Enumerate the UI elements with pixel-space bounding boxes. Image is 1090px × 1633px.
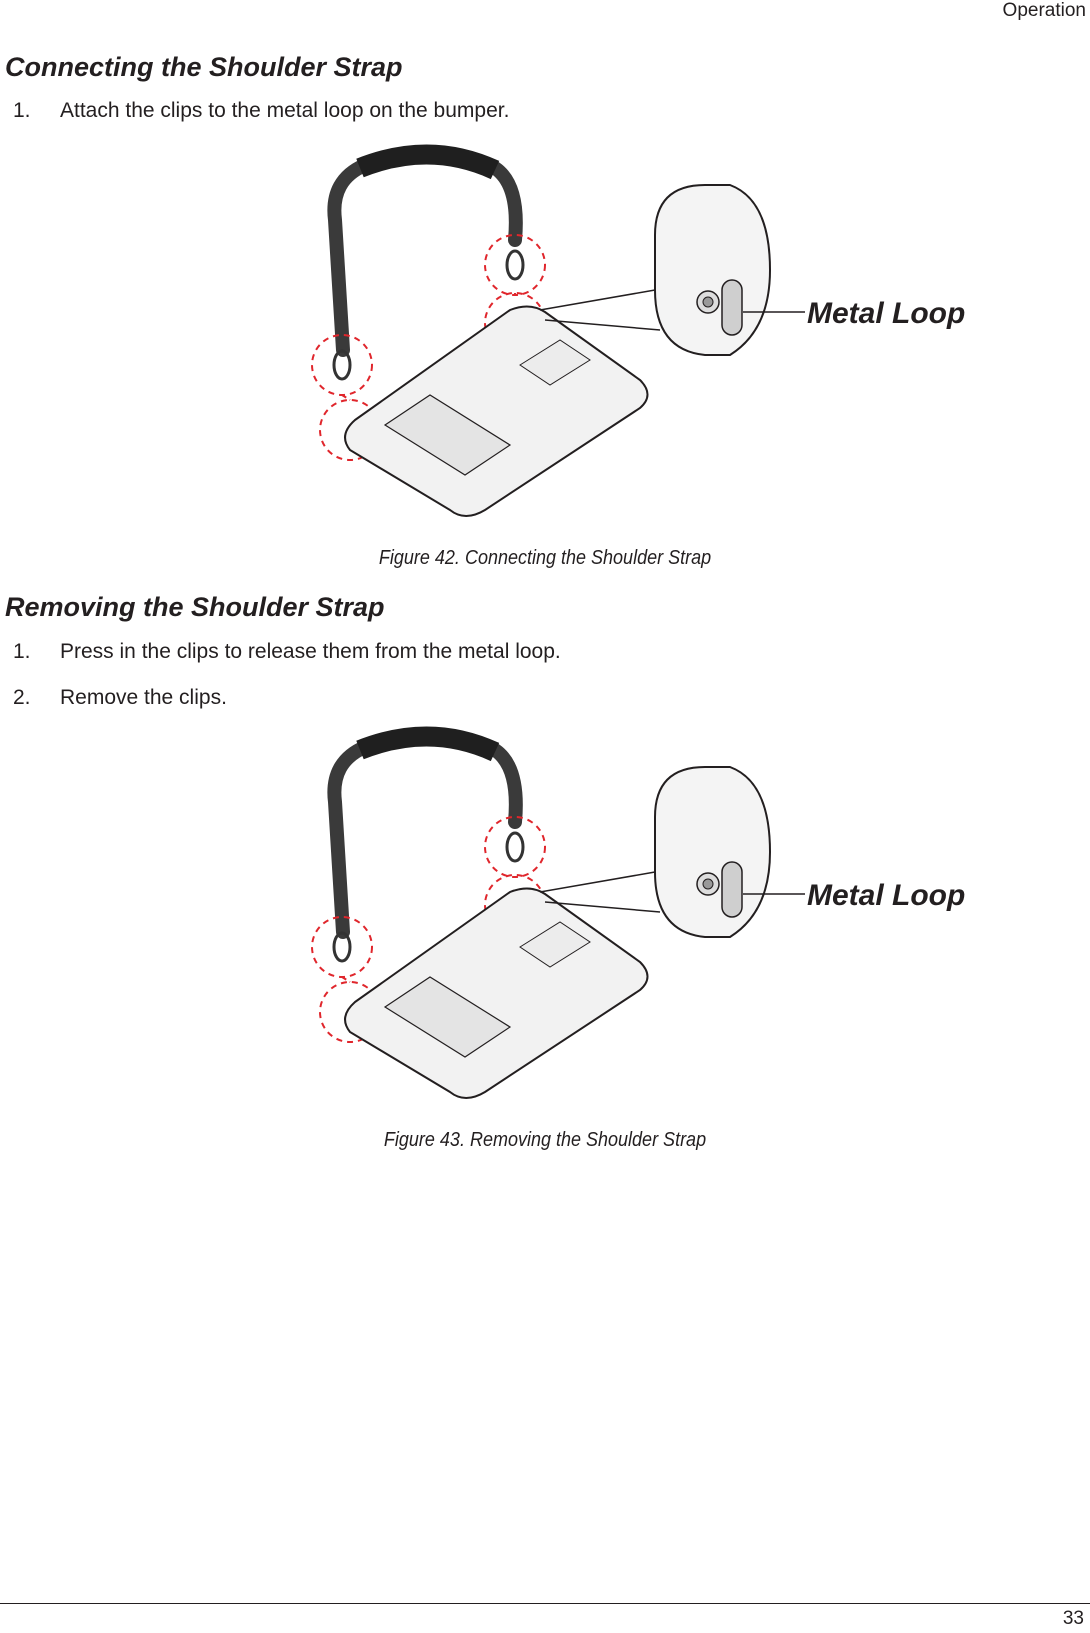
strap — [327, 146, 523, 357]
strap-pad — [356, 726, 500, 762]
removing-step-2: 2. Remove the clips. — [13, 686, 227, 710]
panel-label — [519, 339, 591, 386]
tablet-body — [344, 887, 649, 1099]
step-text: Attach the clips to the metal loop on th… — [60, 99, 510, 122]
panel-label — [519, 921, 591, 968]
page-number: 33 — [1062, 1608, 1084, 1629]
strap-pad — [356, 144, 500, 180]
figure-caption-42: Figure 42. Connecting the Shoulder Strap — [378, 547, 712, 569]
connecting-step-1: 1. Attach the clips to the metal loop on… — [13, 99, 509, 123]
section-heading-connecting: Connecting the Shoulder Strap — [5, 52, 403, 82]
step-text: Press in the clips to release them from … — [60, 640, 561, 663]
battery-cover — [383, 976, 512, 1058]
right-clip — [484, 816, 546, 878]
step-number: 1. — [13, 99, 31, 122]
metal-loop-inset — [539, 184, 805, 356]
strap-diagram: Metal Loop — [311, 144, 965, 517]
figure-removing-strap: Metal Loop — [310, 722, 990, 1132]
footer-rule — [0, 1603, 1090, 1604]
metal-loop-inset — [539, 766, 805, 938]
strap — [327, 728, 523, 939]
step-number: 1. — [13, 640, 31, 663]
removing-step-1: 1. Press in the clips to release them fr… — [13, 640, 561, 664]
metal-loop-callout: Metal Loop — [807, 879, 965, 912]
step-number: 2. — [13, 686, 31, 709]
strap-diagram: Metal Loop — [311, 726, 965, 1099]
running-header: Operation — [1002, 0, 1086, 21]
figure-caption-43: Figure 43. Removing the Shoulder Strap — [383, 1129, 707, 1151]
shoulder-strap-illustration: Metal Loop — [311, 144, 965, 517]
section-heading-removing: Removing the Shoulder Strap — [5, 592, 385, 622]
tablet-body — [344, 305, 649, 517]
figure-connecting-strap: Metal Loop — [310, 140, 990, 550]
battery-cover — [383, 394, 512, 476]
shoulder-strap-illustration: Metal Loop — [311, 726, 965, 1099]
metal-loop-callout: Metal Loop — [807, 297, 965, 330]
step-text: Remove the clips. — [60, 686, 227, 709]
